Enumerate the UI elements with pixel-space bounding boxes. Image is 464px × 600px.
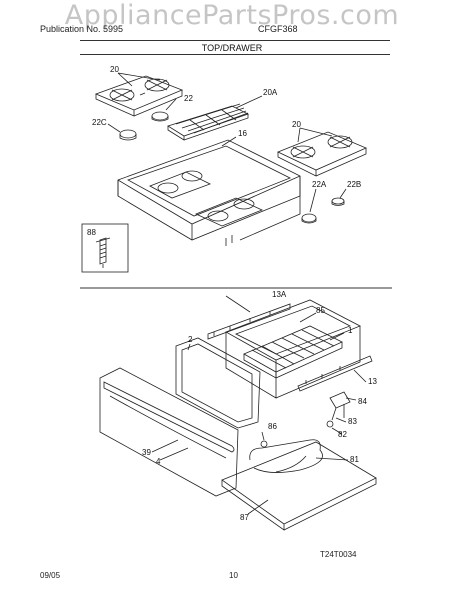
callout-16: 16 <box>238 129 247 138</box>
screw-88-icon <box>95 237 111 268</box>
callout-22b: 22B <box>347 180 361 189</box>
drawer-front-39 <box>99 367 239 497</box>
diagram-code: T24T0034 <box>320 550 357 559</box>
callout-20-right: 20 <box>292 120 301 129</box>
screw-86-icon <box>260 440 268 448</box>
callout-13a: 13A <box>272 290 287 299</box>
callout-22: 22 <box>184 94 193 103</box>
callout-84: 84 <box>358 397 367 406</box>
callout-83: 83 <box>348 417 357 426</box>
footer-page-number: 10 <box>229 571 238 580</box>
callout-88: 88 <box>87 228 96 237</box>
screw-88-inset <box>81 223 129 273</box>
callout-22a: 22A <box>312 180 327 189</box>
drawer-bracket-assembly <box>326 391 351 428</box>
callout-2: 2 <box>188 335 193 344</box>
header-rule-bottom <box>80 54 390 55</box>
drawer-rail-13 <box>297 355 373 392</box>
site-watermark: AppliancePartsPros.com <box>64 0 400 31</box>
callout-1: 1 <box>348 326 353 335</box>
burner-cap-22a <box>301 213 317 223</box>
callout-4: 4 <box>156 457 161 466</box>
callout-20-left: 20 <box>110 65 119 74</box>
drawer-bottom-87 <box>221 439 377 531</box>
model-label: CFGF368 <box>258 24 298 34</box>
callout-20a: 20A <box>263 88 278 97</box>
header-rule-top <box>80 40 390 41</box>
drawer-body-1 <box>225 299 361 399</box>
callout-13: 13 <box>368 377 377 386</box>
center-grate-20a <box>167 103 250 141</box>
callout-82: 82 <box>338 430 347 439</box>
callout-86: 86 <box>268 422 277 431</box>
callout-85: 85 <box>316 306 325 315</box>
drawer-panel-2 <box>175 337 261 429</box>
cooktop-main-top-16 <box>117 139 301 246</box>
callout-81: 81 <box>350 455 359 464</box>
left-burner-grates <box>94 75 184 117</box>
burner-cap-22b <box>331 197 345 205</box>
callout-39: 39 <box>142 448 151 457</box>
burner-cap-22c <box>119 129 137 139</box>
right-burner-grates <box>277 131 368 177</box>
burner-cap-22 <box>151 111 169 121</box>
callout-22c: 22C <box>92 118 107 127</box>
callout-87: 87 <box>240 513 249 522</box>
drawer-rail-13a <box>207 303 291 340</box>
footer-date: 09/05 <box>40 571 61 580</box>
publication-label: Publication No. 5995 <box>40 24 124 34</box>
section-title: TOP/DRAWER <box>201 43 263 53</box>
